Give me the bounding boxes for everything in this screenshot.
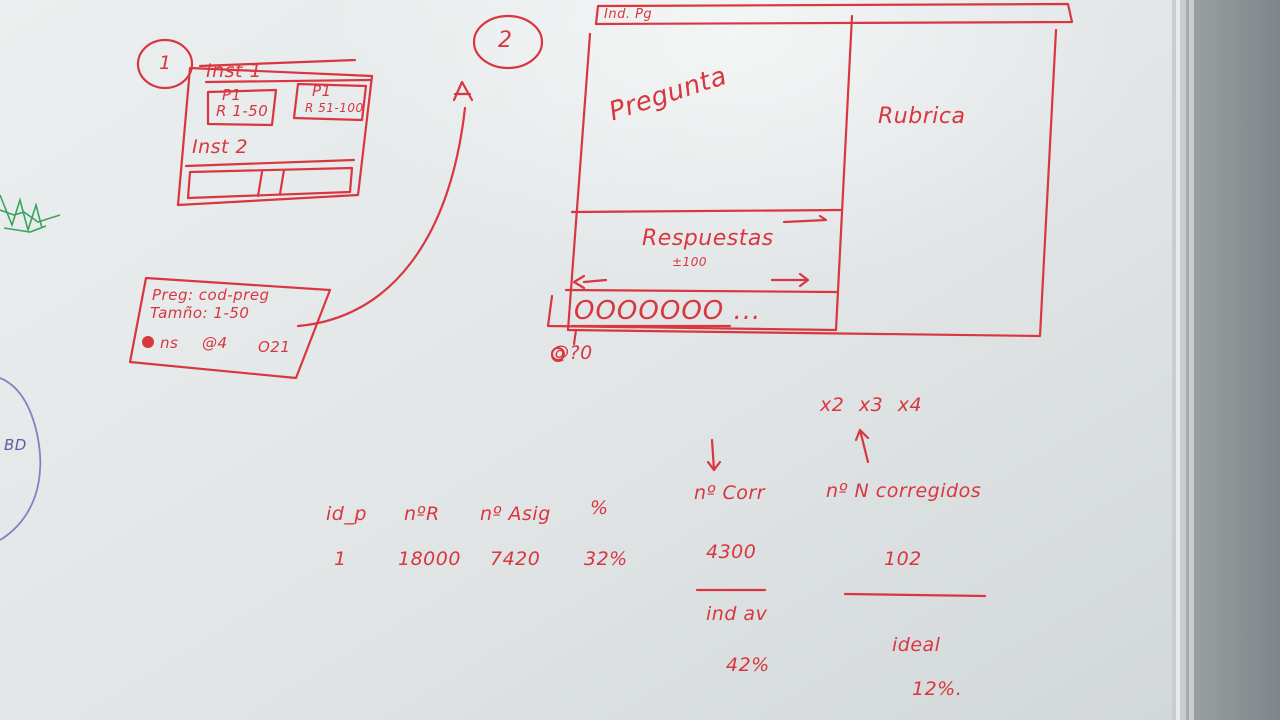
card-icon3-label: O21 — [258, 338, 291, 356]
stats-header-nr: nºR — [404, 503, 440, 525]
board-glare — [0, 0, 1185, 720]
pregunta-card-outline — [128, 276, 332, 380]
range-right-label: R 51-100 — [305, 101, 364, 115]
number-1-label: 1 — [159, 52, 172, 74]
rubrica-label: Rubrica — [878, 104, 966, 129]
ncorreg-value: 102 — [884, 548, 922, 570]
connector-curve — [296, 106, 467, 328]
stats-header-idp: id_p — [326, 503, 367, 525]
top-label: Ind. Pg — [604, 7, 653, 22]
number-2-label: 2 — [498, 28, 513, 53]
screen-top-bar — [594, 2, 1074, 26]
screen-outline — [566, 28, 1058, 338]
card-icon2-value: 4 — [217, 334, 228, 352]
inst1-label: Inst 1 — [206, 60, 263, 82]
p1-left-label: P1 — [222, 86, 242, 104]
stats-value-nr: 18000 — [398, 548, 461, 570]
card-icon1-label: ns — [160, 334, 179, 352]
number-1-circle — [136, 38, 194, 90]
multipliers: x2 x3 x4 — [820, 394, 923, 416]
range-left-label: R 1-50 — [216, 102, 269, 120]
corr-footer-value: 42% — [726, 654, 770, 676]
stats-header-nasig: nº Asig — [480, 503, 551, 525]
respuestas-label: Respuestas — [642, 226, 774, 251]
corr-label: nº Corr — [694, 482, 766, 504]
screen-divider — [834, 14, 854, 332]
wall — [1190, 0, 1280, 720]
respuestas-count: ±100 — [672, 255, 707, 269]
inst2-label: Inst 2 — [192, 136, 249, 158]
stats-value-pct: 32% — [584, 548, 628, 570]
number-2-circle — [472, 14, 544, 70]
bd-circle — [0, 377, 42, 541]
card-line2: Tamño: 1-50 — [150, 304, 250, 322]
corr-footer: ind av — [706, 603, 768, 625]
p1-right-label: P1 — [312, 82, 332, 100]
below-circles-label: @?0 — [550, 342, 593, 364]
inst-sketch-outline — [176, 66, 374, 207]
stats-value-idp: 1 — [334, 548, 347, 570]
ncorreg-label: nº N corregidos — [826, 480, 982, 502]
green-scribble — [0, 194, 61, 233]
stats-value-nasig: 7420 — [490, 548, 541, 570]
bd-label: BD — [4, 436, 27, 454]
stats-header-pct: % — [590, 497, 609, 519]
answer-circles: OOOOOOO ... — [574, 296, 762, 326]
card-icon2-label: @4 — [202, 334, 228, 352]
board-frame — [1172, 0, 1194, 720]
ncorreg-footer-value: 12%. — [912, 678, 963, 700]
ncorreg-footer: ideal — [892, 634, 941, 656]
corr-value: 4300 — [706, 541, 757, 563]
card-line1: Preg: cod-preg — [152, 286, 270, 304]
